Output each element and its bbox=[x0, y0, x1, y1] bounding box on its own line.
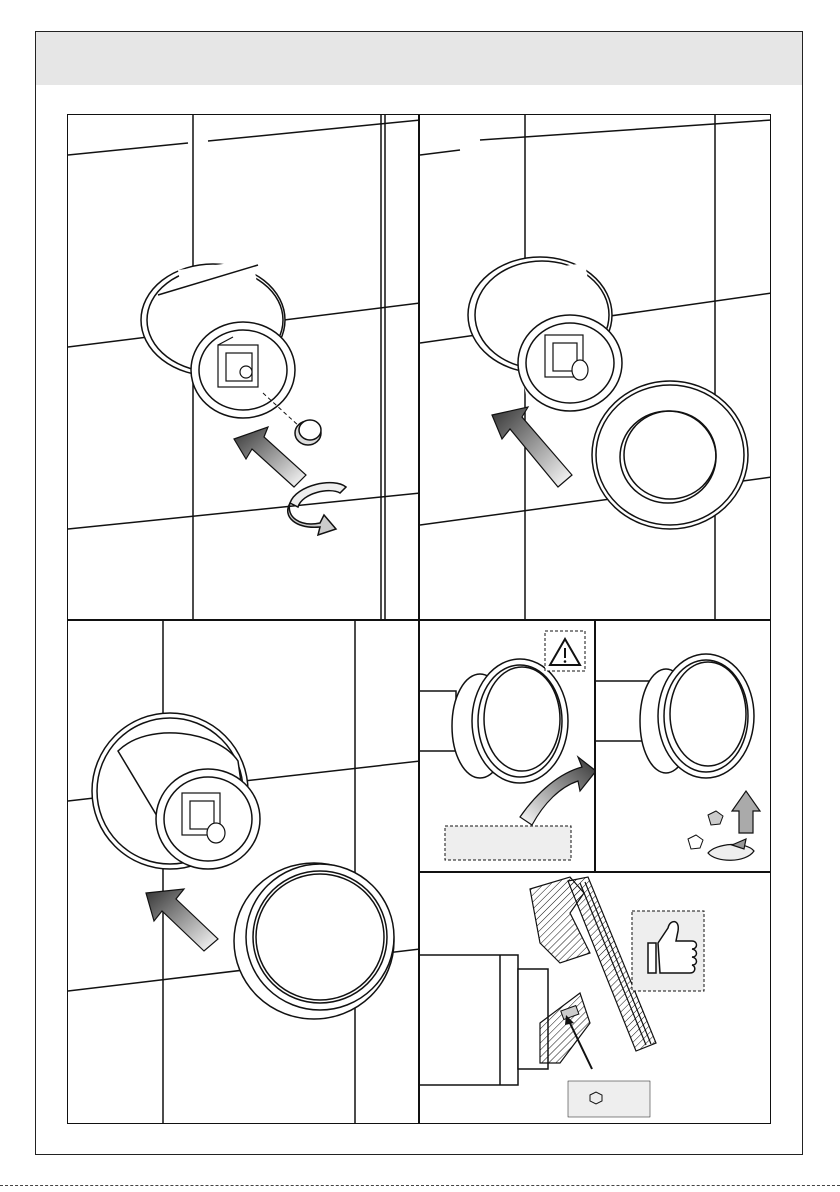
rotate-arrow-icon bbox=[708, 839, 754, 860]
mixer-side-view bbox=[420, 659, 568, 783]
step-4a-panel bbox=[419, 620, 595, 872]
cover-cap bbox=[234, 863, 394, 1019]
note-box-text bbox=[445, 826, 571, 860]
step-1-panel bbox=[67, 114, 419, 620]
lift-arrow bbox=[732, 791, 760, 833]
step-4b-panel bbox=[595, 620, 771, 872]
pipe-section bbox=[420, 955, 548, 1085]
thumbs-up-icon bbox=[632, 911, 704, 991]
wall-tiles bbox=[68, 621, 419, 1124]
screw-cap bbox=[295, 420, 321, 445]
cartridge bbox=[218, 337, 258, 387]
step-3-panel bbox=[67, 620, 419, 1124]
insert-arrow bbox=[146, 889, 218, 951]
nut-icon bbox=[688, 811, 723, 849]
cartridge bbox=[545, 335, 588, 380]
header-band bbox=[36, 32, 802, 85]
tool-label-box bbox=[568, 1081, 650, 1117]
mixer-rosette bbox=[92, 713, 260, 869]
step-5-panel bbox=[419, 872, 771, 1124]
cartridge bbox=[182, 793, 225, 843]
rotate-arrow-icon bbox=[288, 483, 346, 535]
cover-ring bbox=[592, 381, 748, 529]
cut-line bbox=[0, 1185, 840, 1186]
mixer-side-view bbox=[596, 654, 754, 778]
warning-triangle-icon bbox=[545, 631, 585, 671]
mixer-body bbox=[141, 260, 295, 418]
step-2-panel bbox=[419, 114, 771, 620]
insert-arrow bbox=[492, 407, 572, 487]
